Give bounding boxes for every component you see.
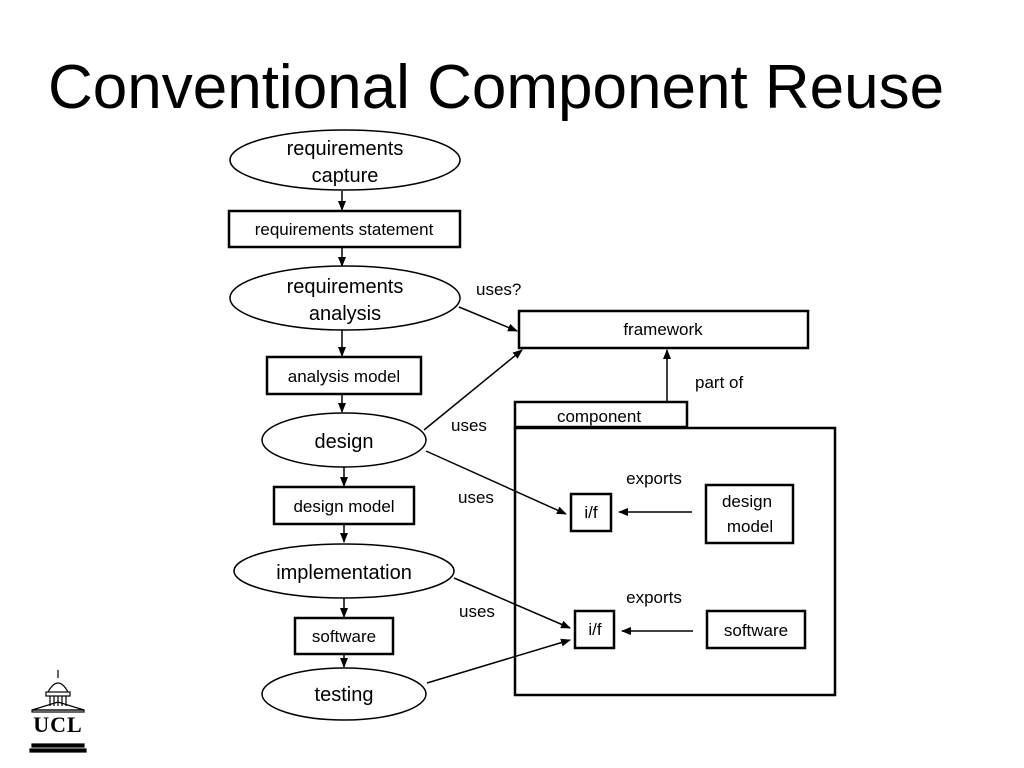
requirements-statement-box: requirements statement xyxy=(227,209,462,249)
testing-node: testing xyxy=(261,667,427,721)
requirements-analysis-node: requirements analysis xyxy=(229,265,461,331)
component-tab: component xyxy=(513,400,689,429)
component-design-model-line2: model xyxy=(727,517,773,536)
analysis-model-box: analysis model xyxy=(265,355,423,396)
testing-label: testing xyxy=(315,684,374,706)
software-box: software xyxy=(293,616,395,656)
interface-lower-box: i/f xyxy=(573,609,616,650)
requirements-analysis-line2: analysis xyxy=(309,303,381,325)
implementation-node: implementation xyxy=(233,543,455,599)
analysis-model-label: analysis model xyxy=(288,367,400,386)
design-model-box: design model xyxy=(272,485,416,526)
implementation-label: implementation xyxy=(276,562,412,584)
exports-lower-label: exports xyxy=(626,588,682,607)
uses-arrows xyxy=(423,306,571,684)
requirements-statement-label: requirements statement xyxy=(255,220,434,239)
framework-box: framework xyxy=(517,309,810,350)
slide-title: Conventional Component Reuse xyxy=(48,53,945,122)
requirements-capture-line1: requirements xyxy=(287,138,404,160)
design-node: design xyxy=(261,412,427,468)
component-container xyxy=(513,426,837,697)
requirements-capture-line2: capture xyxy=(312,165,379,187)
software-label: software xyxy=(312,627,376,646)
design-model-label: design model xyxy=(293,497,394,516)
design-label: design xyxy=(315,431,374,453)
part-of-label: part of xyxy=(695,373,743,392)
uses-implementation-if-label: uses xyxy=(459,602,495,621)
interface-upper-box: i/f xyxy=(569,492,613,533)
flow-arrows xyxy=(338,191,348,668)
requirements-analysis-line1: requirements xyxy=(287,276,404,298)
framework-label: framework xyxy=(623,320,703,339)
uses-question-label: uses? xyxy=(476,280,521,299)
exports-upper-label: exports xyxy=(626,469,682,488)
uses-design-framework-label: uses xyxy=(451,416,487,435)
component-design-model-box: design model xyxy=(704,483,795,545)
uses-design-if-label: uses xyxy=(458,488,494,507)
component-software-box: software xyxy=(705,609,807,650)
ucl-logo-text: UCL xyxy=(33,712,83,737)
component-label: component xyxy=(557,407,641,426)
ucl-logo-icon xyxy=(29,670,87,753)
requirements-capture-node: requirements capture xyxy=(229,129,461,191)
interface-lower-label: i/f xyxy=(588,620,602,639)
interface-upper-label: i/f xyxy=(584,503,598,522)
component-design-model-line1: design xyxy=(722,492,772,511)
component-software-label: software xyxy=(724,621,788,640)
